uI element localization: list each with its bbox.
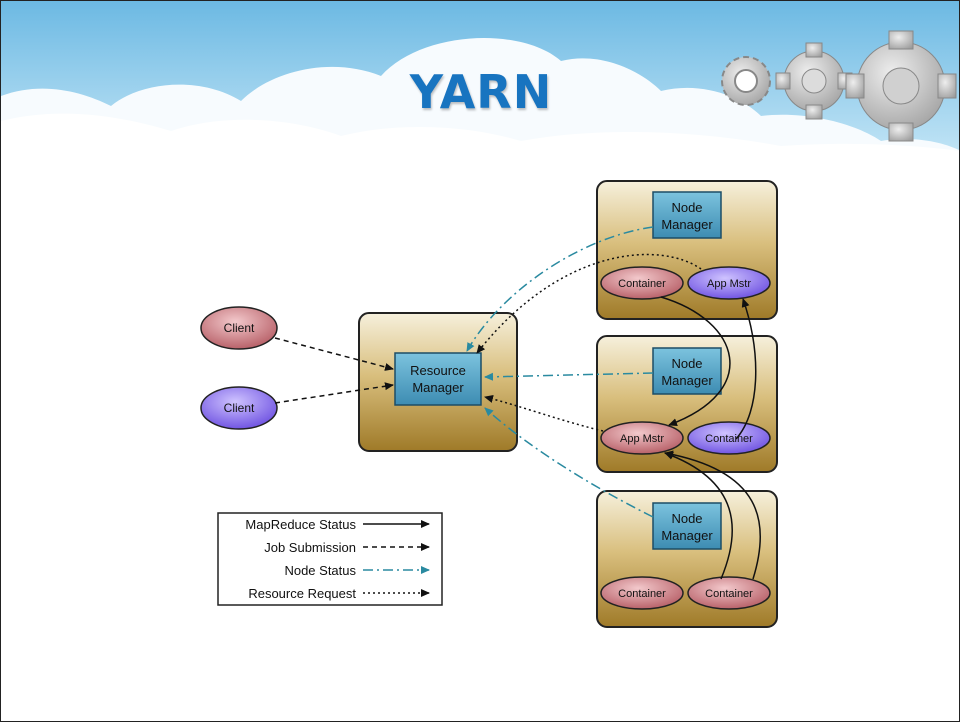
node-manager-2-label-1: Node bbox=[671, 356, 702, 371]
resource-request-arrow-2 bbox=[484, 395, 604, 432]
node-manager-1-label-1: Node bbox=[671, 200, 702, 215]
client-label-1: Client bbox=[224, 321, 255, 335]
mapreduce-status-arrow-3 bbox=[664, 452, 733, 580]
node-status-arrow-3 bbox=[484, 407, 654, 518]
node-manager-3-label-1: Node bbox=[671, 511, 702, 526]
node1-container bbox=[600, 266, 684, 300]
node-manager-1-label-2: Manager bbox=[661, 217, 713, 232]
resource-request-arrow-1 bbox=[476, 253, 702, 354]
resource-manager-label-1: Resource bbox=[410, 363, 466, 378]
node-status-arrow-2 bbox=[484, 372, 654, 381]
node3-container-left bbox=[600, 576, 684, 610]
mapreduce-status-arrow-4 bbox=[664, 450, 762, 580]
node1-app-master bbox=[687, 266, 771, 300]
client-red bbox=[200, 306, 278, 350]
node-status-arrow-1 bbox=[466, 226, 654, 352]
node1-left-label: Container bbox=[618, 278, 666, 290]
client-label-2: Client bbox=[224, 401, 255, 415]
legend-item-node-status: Node Status bbox=[284, 563, 356, 578]
node2-right-label: Container bbox=[705, 433, 753, 445]
node3-right-label: Container bbox=[705, 588, 753, 600]
resource-manager-panel bbox=[394, 352, 482, 406]
node-manager-panel-2 bbox=[652, 347, 722, 395]
resource-manager-label-2: Manager bbox=[412, 380, 464, 395]
node-manager-panel-3 bbox=[652, 502, 722, 550]
legend: MapReduce Status Job Submission Node Sta… bbox=[217, 512, 443, 606]
client-blue bbox=[200, 386, 278, 430]
legend-item-job-submission: Job Submission bbox=[264, 540, 356, 555]
node-manager-panel-1 bbox=[652, 191, 722, 239]
job-submission-arrow-1 bbox=[274, 337, 394, 371]
legend-item-mapreduce-status: MapReduce Status bbox=[245, 517, 356, 532]
node3-container-right bbox=[687, 576, 771, 610]
node2-app-master bbox=[600, 421, 684, 455]
job-submission-arrow-2 bbox=[274, 382, 394, 404]
node1-right-label: App Mstr bbox=[707, 278, 751, 290]
node3-left-label: Container bbox=[618, 588, 666, 600]
node-manager-3-label-2: Manager bbox=[661, 528, 713, 543]
node-manager-2-label-2: Manager bbox=[661, 373, 713, 388]
legend-item-resource-request: Resource Request bbox=[248, 586, 356, 601]
node2-left-label: App Mstr bbox=[620, 433, 664, 445]
mapreduce-status-arrow-2 bbox=[735, 298, 757, 440]
mapreduce-status-arrow-1 bbox=[660, 296, 731, 426]
page-title: YARN bbox=[409, 65, 553, 119]
node2-container bbox=[687, 421, 771, 455]
gear-icon bbox=[721, 30, 957, 142]
